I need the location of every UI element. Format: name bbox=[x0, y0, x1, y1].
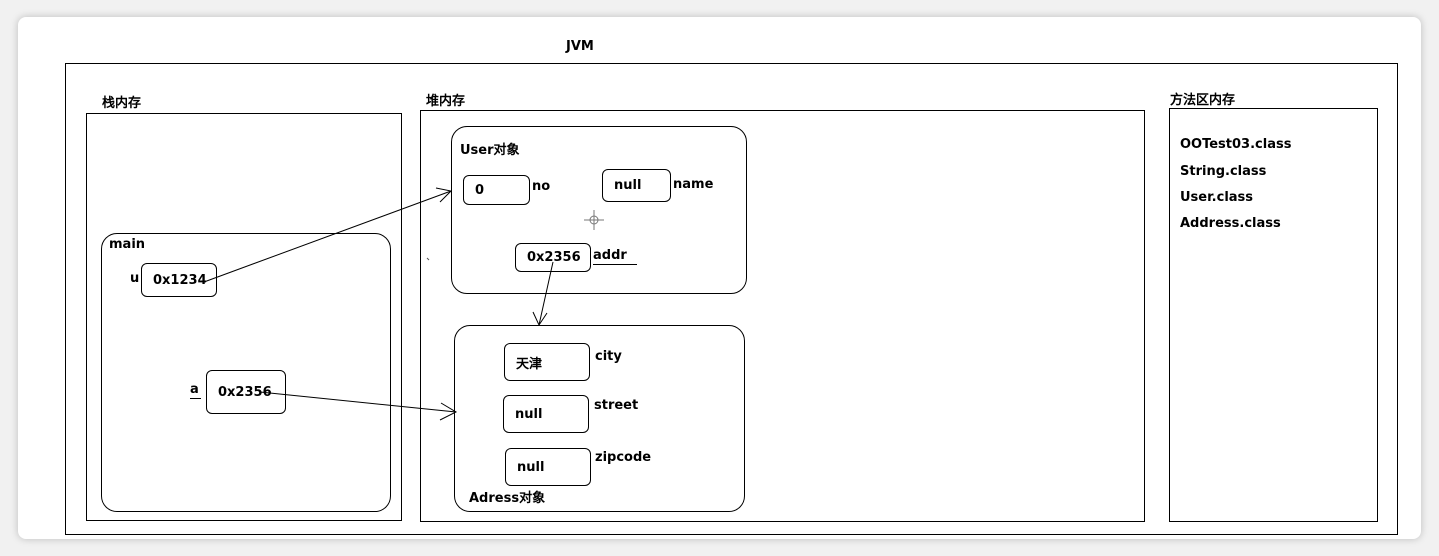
field-zipcode-cell: null bbox=[505, 448, 591, 486]
field-addr-label: addr bbox=[593, 248, 637, 265]
var-u-value: 0x1234 bbox=[153, 272, 207, 288]
stack-title: 栈内存 bbox=[102, 96, 142, 111]
field-zipcode-value: null bbox=[517, 459, 545, 475]
field-no-label: no bbox=[532, 179, 551, 194]
heap-title: 堆内存 bbox=[426, 94, 466, 109]
address-object-title: Adress对象 bbox=[469, 491, 546, 506]
field-street-label: street bbox=[594, 398, 639, 413]
heap-box bbox=[420, 110, 1145, 522]
var-a-label: a bbox=[190, 382, 201, 399]
var-u-cell: 0x1234 bbox=[141, 263, 217, 297]
address-object bbox=[454, 325, 745, 512]
var-a-cell: 0x2356 bbox=[206, 370, 286, 414]
field-no-value: 0 bbox=[475, 182, 485, 198]
jvm-title: JVM bbox=[566, 39, 594, 54]
var-a-value: 0x2356 bbox=[218, 384, 272, 400]
field-street-value: null bbox=[515, 406, 543, 422]
diagram-canvas bbox=[18, 17, 1421, 539]
jvm-box bbox=[65, 63, 1398, 535]
arrow-addr-to-address bbox=[538, 261, 554, 326]
class-item: OOTest03.class bbox=[1180, 137, 1292, 152]
main-frame bbox=[101, 233, 391, 512]
method-area-box bbox=[1169, 108, 1378, 522]
main-frame-label: main bbox=[109, 237, 146, 252]
field-city-value: 天津 bbox=[516, 356, 543, 372]
field-street-cell: null bbox=[503, 395, 589, 433]
arrowhead-address bbox=[532, 311, 548, 327]
stack-box bbox=[86, 113, 402, 521]
field-city-label: city bbox=[595, 349, 622, 364]
var-u-label: u bbox=[130, 271, 140, 286]
arrow-u-to-user bbox=[203, 190, 452, 283]
field-city-cell: 天津 bbox=[504, 343, 590, 381]
field-name-value: null bbox=[614, 178, 642, 193]
field-zipcode-label: zipcode bbox=[595, 450, 652, 465]
method-area-title: 方法区内存 bbox=[1170, 93, 1236, 108]
stray-mark bbox=[426, 257, 430, 261]
user-object bbox=[451, 126, 747, 294]
class-item: Address.class bbox=[1180, 216, 1281, 231]
arrowhead-address-left bbox=[439, 402, 458, 421]
arrowhead-user bbox=[435, 187, 453, 203]
arrow-a-to-address bbox=[259, 391, 457, 413]
field-name-label: name bbox=[673, 177, 714, 192]
field-no-cell: 0 bbox=[463, 175, 530, 205]
class-item: String.class bbox=[1180, 164, 1267, 179]
class-item: User.class bbox=[1180, 190, 1254, 205]
field-name-cell: null bbox=[602, 169, 671, 202]
field-addr-value: 0x2356 bbox=[527, 250, 581, 265]
crosshair-cursor-icon bbox=[584, 210, 604, 230]
user-object-title: User对象 bbox=[460, 143, 520, 158]
field-addr-cell: 0x2356 bbox=[515, 243, 591, 272]
